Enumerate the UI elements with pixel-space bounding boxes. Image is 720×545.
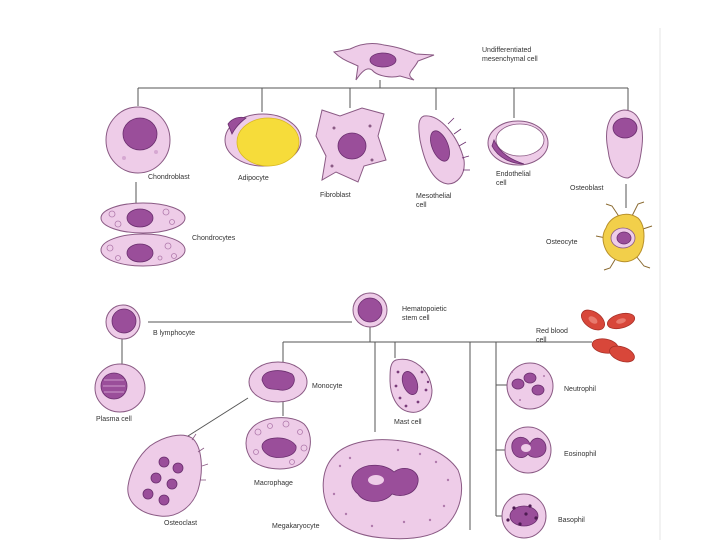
neutrophil-cell bbox=[506, 362, 554, 410]
megakaryocyte-label: Megakaryocyte bbox=[272, 523, 320, 530]
mesothelial-cell bbox=[418, 115, 470, 185]
fibroblast-label: Fibroblast bbox=[320, 192, 351, 199]
mast-cell-label: Mast cell bbox=[394, 419, 422, 426]
plasma-cell-label: Plasma cell bbox=[96, 416, 132, 423]
eosinophil-label: Eosinophil bbox=[564, 451, 597, 458]
macrophage-label: Macrophage bbox=[254, 480, 293, 487]
chondroblast-label: Chondroblast bbox=[148, 174, 190, 181]
osteoclast-label: Osteoclast bbox=[164, 520, 197, 527]
adipocyte-label: Adipocyte bbox=[238, 175, 269, 182]
basophil-cell bbox=[501, 493, 547, 539]
b-lymphocyte-label: B lymphocyte bbox=[153, 330, 195, 337]
osteoblast-label: Osteoblast bbox=[570, 185, 604, 192]
osteoblast-cell bbox=[606, 109, 643, 179]
mesenchymal-label-2: mesenchymal cell bbox=[482, 56, 538, 63]
red-blood-cells bbox=[581, 309, 636, 363]
adipocyte-cell bbox=[224, 113, 302, 167]
fibroblast-cell bbox=[315, 107, 387, 183]
neutrophil-label: Neutrophil bbox=[564, 386, 596, 393]
monocyte-cell bbox=[248, 361, 308, 403]
mast-cell bbox=[389, 358, 433, 413]
b-lymphocyte-cell bbox=[105, 304, 141, 340]
endothelial-label-1: Endothelial bbox=[496, 171, 531, 178]
monocyte-label: Monocyte bbox=[312, 383, 342, 390]
red-blood-label-2: cell bbox=[536, 337, 547, 344]
hematopoietic-stem-cell bbox=[352, 292, 388, 328]
red-blood-label-1: Red blood bbox=[536, 328, 568, 335]
hematopoietic-label-2: stem cell bbox=[402, 315, 430, 322]
osteocyte-cell bbox=[595, 201, 653, 271]
osteoclast-cell bbox=[127, 433, 209, 517]
mesenchymal-label-1: Undifferentiated bbox=[482, 47, 531, 54]
chondrocytes-cells bbox=[100, 202, 186, 267]
osteocyte-label: Osteocyte bbox=[546, 239, 578, 246]
megakaryocyte-cell bbox=[322, 439, 463, 540]
eosinophil-cell bbox=[504, 426, 552, 474]
chondrocytes-label: Chondrocytes bbox=[192, 235, 236, 242]
endothelial-label-2: cell bbox=[496, 180, 507, 187]
macrophage-cell bbox=[245, 417, 311, 470]
chondroblast-cell bbox=[105, 106, 171, 174]
basophil-label: Basophil bbox=[558, 517, 585, 524]
mesenchymal-cell bbox=[332, 43, 435, 81]
mesothelial-label-2: cell bbox=[416, 202, 427, 209]
plasma-cell bbox=[94, 363, 146, 413]
endothelial-cell bbox=[487, 120, 549, 166]
hematopoietic-label-1: Hematopoietic bbox=[402, 306, 447, 313]
mesothelial-label-1: Mesothelial bbox=[416, 193, 452, 200]
